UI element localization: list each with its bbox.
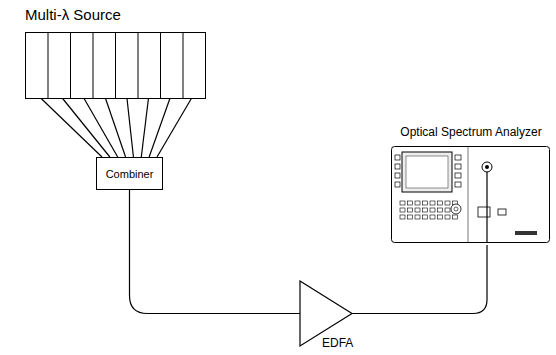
fiber-line [149,94,171,157]
spectrum-analyzer: Optical Spectrum Analyzer [390,125,552,247]
fiber-line [141,94,149,157]
fiber-connector [130,190,301,314]
laser-slots [25,32,206,100]
fiber-line [59,94,110,157]
combiner-box: Combiner [96,157,163,190]
node-label: Combiner [106,168,154,180]
fiber-line [157,94,194,157]
amplifier-triangle: EDFA [298,280,360,352]
fiber-line [352,245,487,314]
fiber-line [130,190,301,314]
fiber-line [104,94,126,157]
fiber-connector [352,245,487,314]
node-label: EDFA [322,336,353,350]
node-label: Optical Spectrum Analyzer [390,125,552,139]
fiber-line [127,94,134,157]
fiber-line [37,94,103,157]
node-label: Multi-λ Source [25,6,121,23]
fiber-line [82,94,118,157]
source-bank: Multi-λ Source [25,6,206,100]
analyzer-illustration [390,145,552,245]
fiber-connector [37,94,195,157]
